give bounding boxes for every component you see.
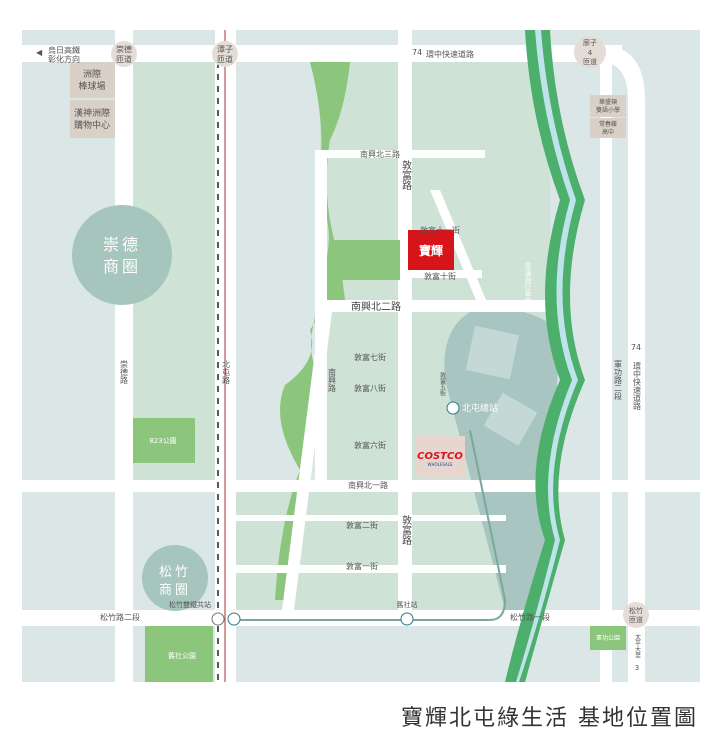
- poi-label: 棒球場: [78, 80, 105, 92]
- poi-school2: [590, 118, 626, 138]
- road-label: 敦富六街: [354, 440, 386, 450]
- road-label: 敦富八街: [354, 383, 386, 393]
- ramp-label: 松竹: [629, 606, 643, 615]
- poi-mall: [70, 100, 115, 138]
- road-label: 環中快速道路: [426, 49, 474, 59]
- road-label: 松竹路一段: [510, 612, 550, 622]
- poi-label: 漢神洲際: [74, 107, 110, 119]
- brt-line: [236, 429, 507, 621]
- road-label: 南興北二路: [351, 300, 401, 313]
- block: [465, 325, 520, 380]
- park-label: 軍功公園: [596, 634, 620, 642]
- district-chongde-line2: 商圈: [103, 257, 141, 276]
- poi-label: 購物中心: [74, 119, 110, 131]
- road-label: 軍功路二段: [614, 360, 623, 401]
- district-songzhu: [142, 545, 208, 611]
- ramp-chongde: 崇德 匝道: [111, 41, 137, 67]
- road-label: 太平大里: [634, 633, 641, 658]
- road-label: 敦富七街: [354, 352, 386, 362]
- map-caption: 寶輝北屯綠生活 基地位置圖: [401, 706, 698, 731]
- park-jungong: [590, 626, 626, 650]
- ramp-label: 崇德: [116, 44, 132, 54]
- ramp-songzhu: 松竹 匝道: [623, 602, 649, 628]
- district-songzhu-line2: 商圈: [159, 583, 191, 598]
- park-small: [330, 240, 400, 280]
- station-area: [444, 308, 560, 610]
- costco-logo: COSTCO: [417, 451, 463, 462]
- metro-station-icon[interactable]: [400, 612, 414, 626]
- poi-label: 洲際: [83, 68, 101, 80]
- road-label: 北屯路: [222, 360, 231, 384]
- road-label: 南興路: [328, 367, 337, 392]
- ramp-label: 潭子: [217, 45, 233, 54]
- block: [483, 392, 538, 446]
- ramp-label: 匝道: [116, 54, 132, 64]
- poi-label: 華盛頓: [599, 98, 617, 106]
- expressway-shield-icon: 74: [631, 343, 641, 352]
- road-label: 敦富二街: [346, 520, 378, 530]
- road-label: 南興北三路: [360, 149, 400, 159]
- site-label: 寶輝: [419, 243, 443, 258]
- road-label: 南興北一路: [348, 480, 388, 490]
- expressway-shield-icon: 74: [412, 48, 422, 57]
- road-label: 敦富路: [400, 514, 412, 546]
- metro-station-icon[interactable]: [227, 612, 241, 626]
- ramp-buzi: 廍子 4 匝道: [574, 36, 606, 68]
- road-label: 松竹路二段: [100, 612, 140, 622]
- park-label: 舊社公園: [168, 651, 196, 660]
- poi-baseball: [70, 62, 115, 98]
- station-label: 松竹雙鐵共站: [169, 600, 211, 609]
- direction-line1: 烏日高鐵: [48, 45, 80, 55]
- poi-label: 常春藤: [599, 120, 617, 128]
- poi-label: 雙語小學: [596, 106, 620, 114]
- arrow-left-icon: ◀: [36, 48, 43, 57]
- direction-line2: 彰化方向: [48, 54, 80, 64]
- highway-shield-icon: 4: [588, 49, 593, 57]
- ramp-label: 匝道: [629, 615, 643, 624]
- roads: [22, 30, 700, 682]
- district-chongde: [72, 205, 172, 305]
- road-label: 敦富路: [400, 159, 412, 191]
- park-823: [133, 418, 195, 463]
- river-greenway: [505, 30, 585, 682]
- ramp-tanzi: 潭子 匝道: [212, 41, 238, 67]
- costco-logo-sub: WHOLESALE: [428, 462, 453, 467]
- river: [516, 30, 578, 682]
- road-label: 敦富一街: [346, 561, 378, 571]
- ramp-label: 匝道: [217, 54, 233, 64]
- station-label: 舊社站: [397, 600, 418, 609]
- district-chongde-line1: 崇德: [103, 235, 141, 254]
- site-marker[interactable]: [408, 230, 454, 270]
- ramp-label: 廍子: [583, 38, 597, 47]
- road-label: 敦富十街: [424, 271, 456, 281]
- road-label: 崇德路: [120, 360, 129, 384]
- ramp-label: 匝道: [583, 57, 597, 66]
- green-park-strip: [275, 62, 350, 600]
- poi-school1: [590, 95, 626, 117]
- district-songzhu-line1: 松竹: [159, 565, 191, 580]
- road-label: 環中快速道路: [633, 362, 642, 410]
- park-jiushe: [145, 626, 213, 682]
- road-label: 旱溪自行車道: [524, 262, 532, 305]
- station-label: 北屯總站: [462, 402, 498, 414]
- road-label: 敦富五街: [439, 371, 446, 397]
- park-label: 823公園: [149, 437, 176, 445]
- costco-lot: [415, 436, 465, 478]
- road-label: 敦富十一街: [420, 225, 460, 235]
- metro-station-icon[interactable]: [446, 401, 460, 415]
- rail-station-icon[interactable]: [211, 612, 225, 626]
- poi-label: 高中: [602, 128, 614, 136]
- highway-shield-icon: 3: [635, 664, 639, 672]
